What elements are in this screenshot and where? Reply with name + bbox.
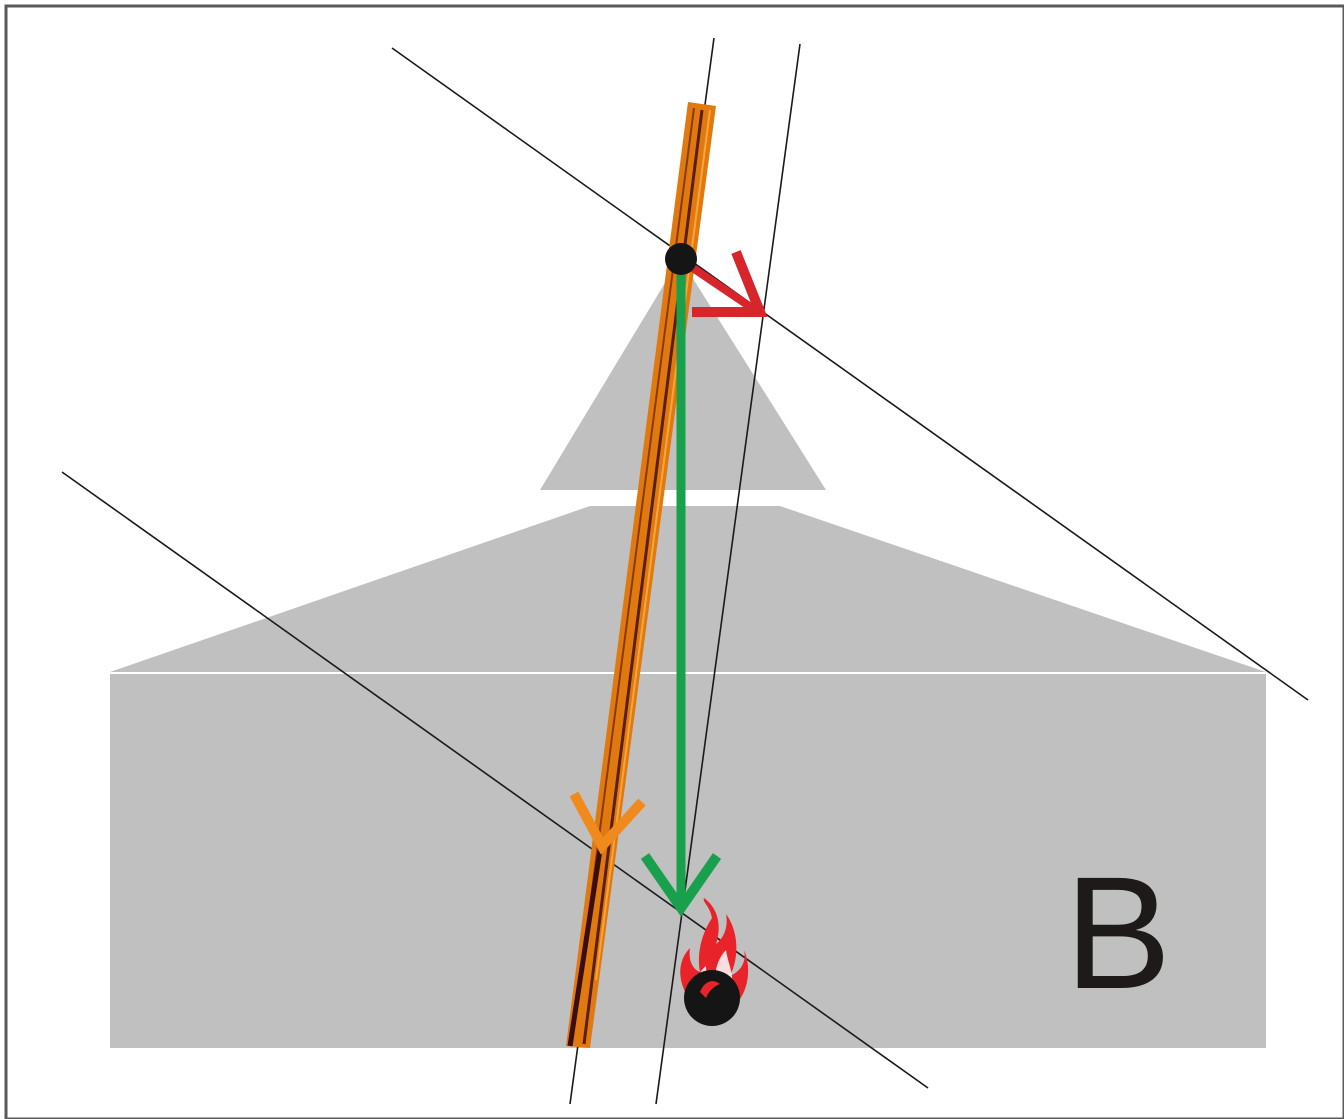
red-arrow-head xyxy=(692,250,768,317)
flaming-bomb-icon xyxy=(680,898,749,1026)
orange-arrow-head xyxy=(569,791,646,855)
red-arrow xyxy=(681,250,768,317)
pivot-point-icon xyxy=(665,243,697,275)
green-arrow-head xyxy=(640,853,722,917)
pole-shadow-bottom xyxy=(567,849,603,1047)
green-gravity-arrow xyxy=(640,262,722,917)
panel-label: B xyxy=(1065,843,1172,1022)
bomb-ball xyxy=(684,970,740,1026)
red-arrow-shaft xyxy=(681,258,761,316)
parallel-axis-line xyxy=(655,43,801,1105)
upper-diagonal-line xyxy=(391,47,1309,701)
bomb-flame-inner xyxy=(700,981,720,998)
lower-diagonal-line xyxy=(61,471,929,1089)
roof-trapezoid xyxy=(110,506,1266,672)
